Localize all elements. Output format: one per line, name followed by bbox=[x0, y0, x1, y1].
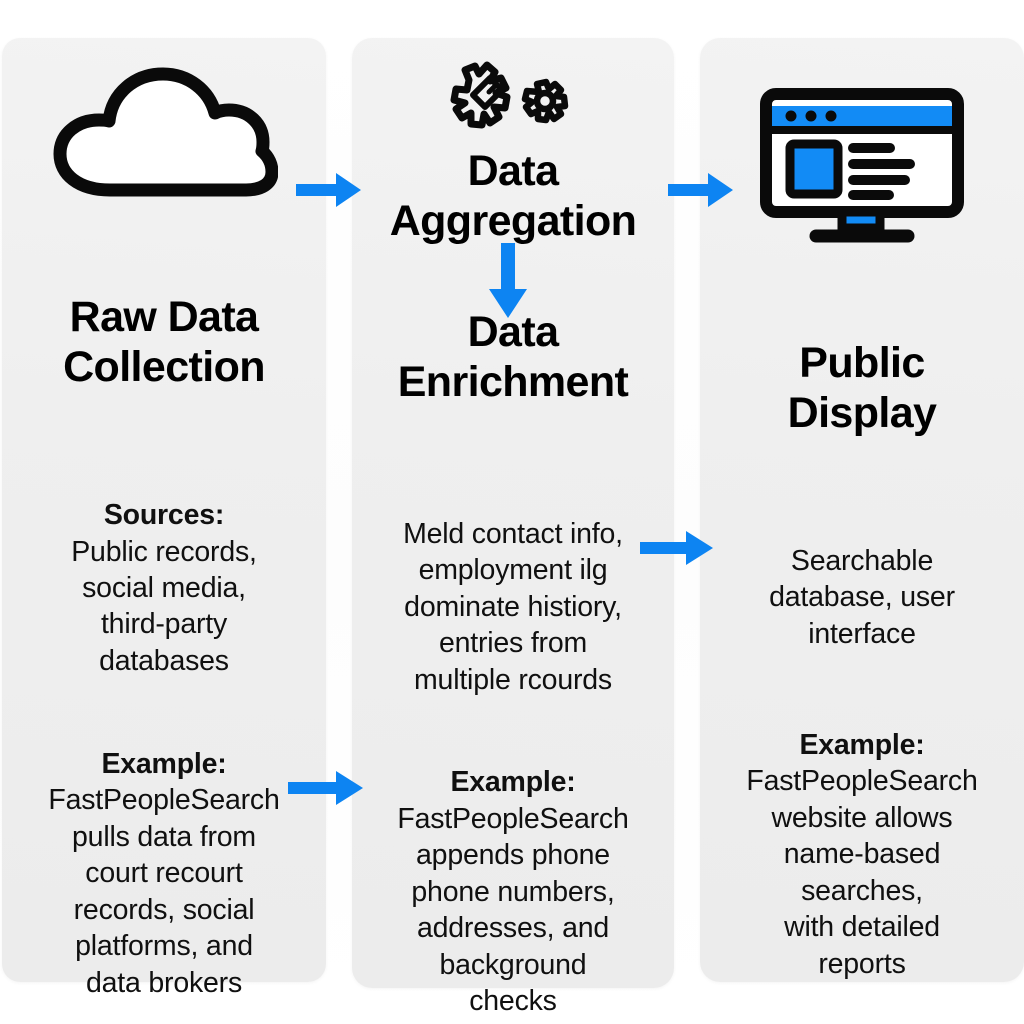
panel-1-example: Example: FastPeopleSearch pulls data fro… bbox=[34, 709, 293, 1001]
panel-2-example-body: FastPeopleSearch appends phone phone num… bbox=[397, 802, 629, 1018]
panel-1-example-body: FastPeopleSearch pulls data from court r… bbox=[48, 784, 280, 999]
cloud-icon bbox=[53, 67, 278, 197]
cloud-icon-slot bbox=[2, 38, 326, 198]
panel-3-example-lead: Example: bbox=[799, 728, 925, 761]
panel-3-heading-wrap: Public Display bbox=[788, 338, 937, 439]
panel-3-example: Example: FastPeopleSearch website allows… bbox=[732, 690, 991, 982]
panel-2-example: Example: FastPeopleSearch appends phone … bbox=[383, 728, 642, 1020]
panel-2-description: Meld contact info, employment ilg domina… bbox=[389, 479, 637, 698]
panel-1-description: Sources: Public records, social media, t… bbox=[57, 461, 271, 680]
heading-public-display: Public Display bbox=[787, 338, 937, 438]
panel-3-description: Searchable database, user interface bbox=[755, 506, 969, 652]
gears-icon-slot bbox=[352, 38, 674, 144]
label-data-aggregation: Data Aggregation bbox=[389, 147, 637, 246]
panel-2-example-lead: Example: bbox=[450, 766, 576, 799]
panel-public-display: Public Display Searchable database, user… bbox=[700, 38, 1024, 982]
heading-raw-data-collection: Raw Data Collection bbox=[63, 293, 265, 392]
monitor-browser-icon bbox=[760, 87, 964, 243]
panel-1-description-body: Public records, social media, third-part… bbox=[71, 535, 257, 677]
panel-2-description-body: Meld contact info, employment ilg domina… bbox=[403, 517, 623, 696]
monitor-icon-slot bbox=[700, 38, 1024, 244]
panel-1-example-lead: Example: bbox=[101, 747, 227, 780]
panel-3-description-body: Searchable database, user interface bbox=[769, 544, 955, 650]
heading-data-enrichment: Data Enrichment bbox=[397, 307, 629, 406]
panel-2-heading-wrap: Data Enrichment bbox=[398, 307, 629, 408]
panel-3-example-body: FastPeopleSearch website allows name-bas… bbox=[746, 765, 978, 980]
panel-1-heading-wrap: Raw Data Collection bbox=[63, 292, 265, 393]
gears-tag-icon bbox=[450, 61, 569, 129]
panel-1-description-lead: Sources: bbox=[103, 499, 225, 532]
panel-data-enrichment: Data Aggregation Data Enrichment Meld co… bbox=[352, 38, 674, 1017]
panel-raw-data-collection: Raw Data Collection Sources: Public reco… bbox=[2, 38, 326, 998]
